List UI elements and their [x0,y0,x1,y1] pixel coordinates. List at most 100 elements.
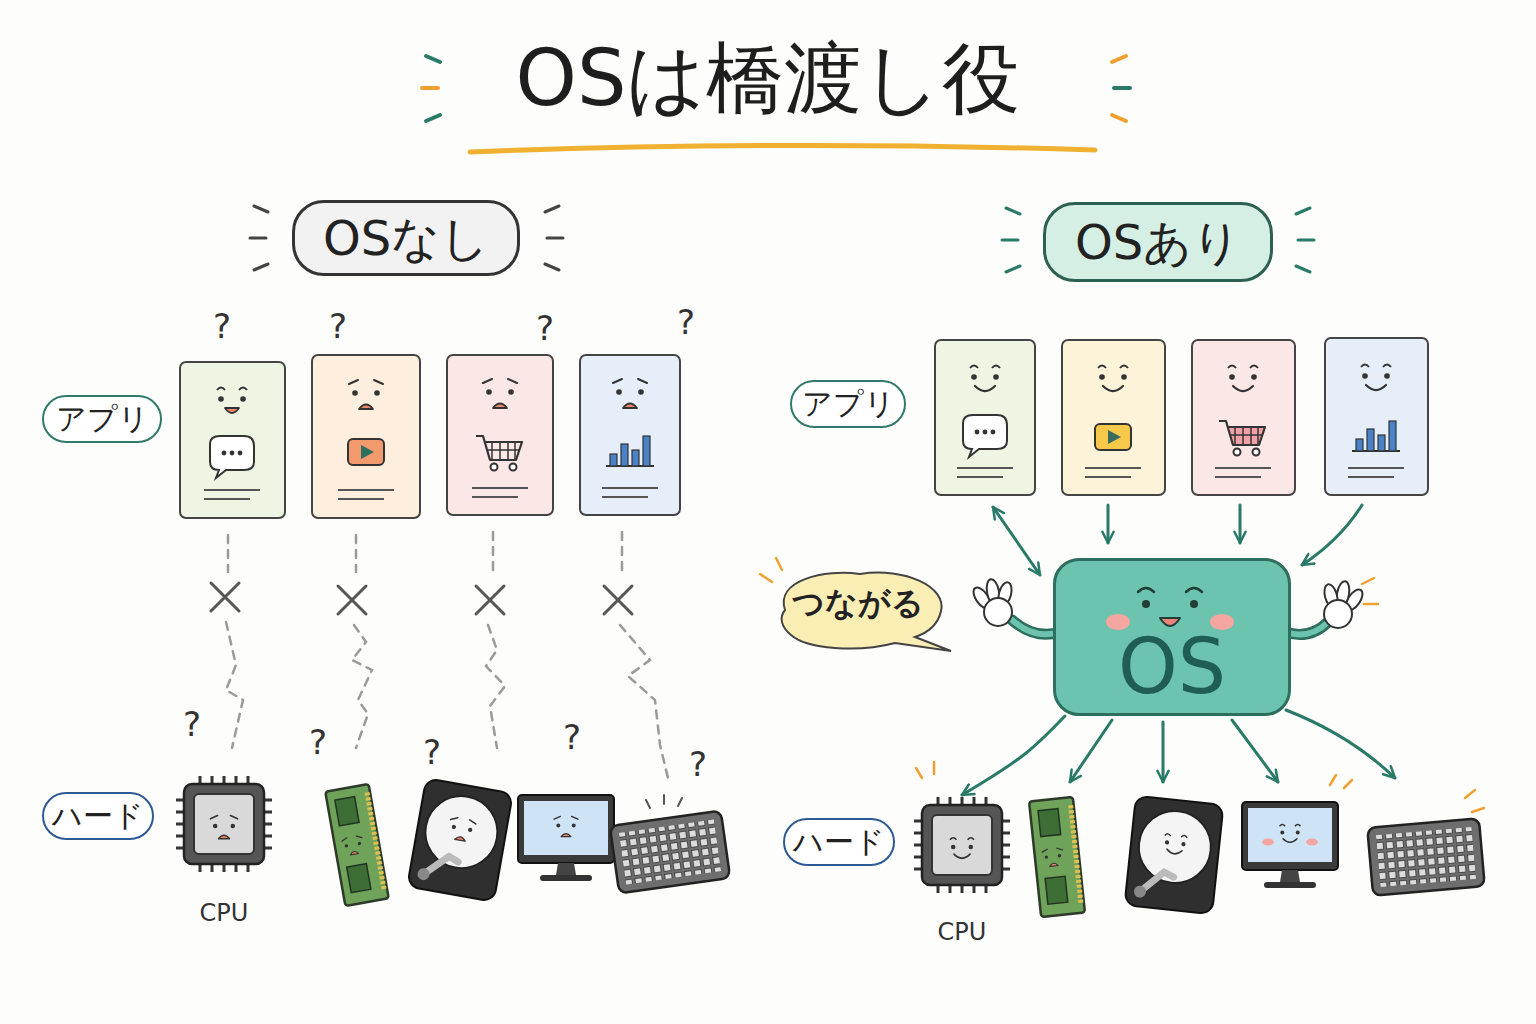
row-tag: ハード [42,792,154,840]
highlight-ticks [916,762,934,778]
os-face [1142,600,1150,608]
app-card [935,340,1035,495]
app-card [1228,366,1258,392]
app-card [602,488,658,497]
question-mark: ? [677,305,695,339]
cross-mark [604,586,632,614]
app-card [447,355,553,515]
flow-arrow [1070,720,1112,782]
app-card [180,362,285,518]
question-mark: ? [563,720,581,754]
keyboard [610,811,730,894]
app-card [1095,424,1131,450]
title-decoration [422,86,438,90]
app-card [472,488,528,497]
highlight-ticks [760,558,1484,812]
flow-arrow [1232,720,1278,782]
row-tag: アプリ [790,380,906,428]
memory-module [341,835,364,856]
highlight-ticks [1465,790,1484,812]
cpu-chip: CPU [905,795,1019,945]
hard-disk [1163,834,1187,855]
memory-module [1029,797,1085,917]
title-decoration [1114,86,1130,90]
flow-arrow [993,507,1040,575]
broken-link [620,625,668,778]
connector-arrow [962,716,1065,795]
cpu-chip-drawing [210,816,237,839]
heading-ticks [545,206,563,270]
app-card [970,366,1000,392]
app-card [580,355,680,515]
diagram-title: OSは橋渡し役 [0,36,1536,122]
flow-arrow [1286,710,1395,778]
monitor [1280,824,1301,842]
cross-mark [211,583,239,611]
hard-disk [1124,796,1223,915]
os-arm [1285,622,1328,634]
node-label: アプリ [56,403,149,435]
broken-link [226,532,668,778]
app-card [1085,468,1141,477]
hard-disk [1124,796,1223,915]
app-card [963,415,1007,457]
node-label: OSなし [323,213,489,263]
app-card [348,439,384,465]
flow-arrow [1107,505,1110,543]
monitor [1262,839,1274,846]
node-label: ハード [793,826,885,858]
app-card [447,355,553,515]
app-card [338,490,394,499]
os-face [1106,614,1130,630]
title-decoration [470,145,1095,152]
connector-group [962,716,1065,795]
monitor [1306,839,1318,846]
heading-ticks [250,206,1314,272]
question-mark: ? [536,311,554,345]
memory-module [1042,848,1064,867]
memory-module [1029,797,1085,917]
highlight-ticks [760,558,782,582]
cross-mark [476,586,504,614]
cross-mark [338,586,366,614]
panel-heading: OSなし [292,200,520,276]
os-face [1106,588,1234,630]
monitor [1242,802,1338,888]
os-hand [984,598,1012,626]
app-card [312,355,420,518]
question-mark: ? [309,725,327,759]
question-mark: ? [423,735,441,769]
node-label: CPU [200,901,249,926]
keyboard [610,811,730,894]
flow-arrow [1302,505,1362,565]
os-face [1160,618,1180,626]
app-card [483,379,517,408]
monitor [554,816,578,836]
broken-link [486,625,505,748]
broken-link [227,535,230,572]
monitor [1242,802,1338,888]
app-card [935,340,1035,495]
app-card [1325,338,1428,495]
node-label: OS [1118,627,1226,707]
cpu-chip-drawing [176,776,272,872]
app-card [1361,365,1391,391]
row-tag: アプリ [42,395,162,443]
hard-disk [447,817,476,843]
app-card [1219,421,1265,456]
broken-link [492,532,495,570]
hard-disk [407,778,513,902]
heading-ticks [1002,208,1020,272]
memory-module [325,784,388,906]
app-card [613,379,647,408]
keyboard [1367,818,1485,896]
app-card [476,436,522,471]
highlight-ticks [1362,578,1378,604]
speech-bubble: つながる [765,565,950,655]
keyboard [1367,818,1485,896]
